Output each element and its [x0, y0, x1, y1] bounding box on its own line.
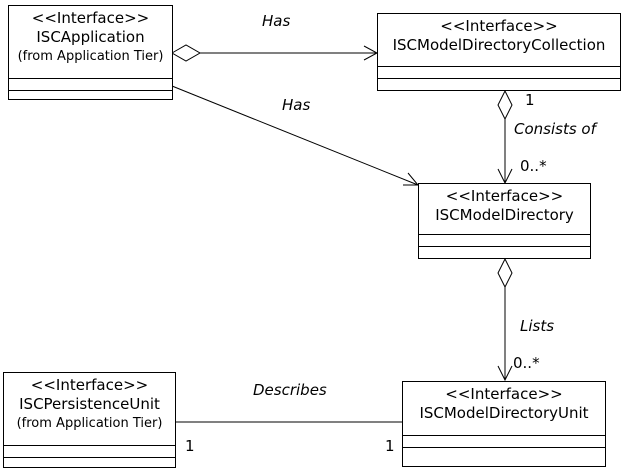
association-app-dir	[171, 85, 419, 186]
class-name: ISCApplication	[36, 28, 145, 46]
arrowhead-icon	[403, 172, 420, 186]
association-label-lists: Lists	[520, 317, 555, 335]
class-isc-model-directory-unit[interactable]: <<Interface>> ISCModelDirectoryUnit	[402, 381, 606, 467]
operations-compartment	[403, 447, 605, 460]
attributes-compartment	[403, 435, 605, 447]
operations-compartment	[419, 246, 590, 259]
stereotype-label: <<Interface>>	[445, 385, 563, 403]
class-name: ISCModelDirectoryCollection	[392, 36, 606, 54]
attributes-compartment	[378, 66, 620, 78]
attributes-compartment	[4, 445, 175, 457]
package-note: (from Application Tier)	[16, 416, 163, 431]
class-isc-model-directory[interactable]: <<Interface>> ISCModelDirectory	[418, 183, 591, 259]
multiplicity-label: 1	[185, 437, 195, 455]
stereotype-label: <<Interface>>	[30, 376, 149, 394]
attributes-compartment	[419, 234, 590, 246]
stereotype-label: <<Interface>>	[31, 9, 150, 27]
operations-compartment	[4, 457, 175, 469]
attributes-compartment	[9, 78, 172, 90]
aggregation-diamond-icon	[497, 89, 513, 121]
class-name: ISCModelDirectory	[435, 206, 574, 224]
association-label-describes: Describes	[253, 381, 327, 399]
class-isc-application[interactable]: <<Interface>> ISCApplication (from Appli…	[8, 5, 173, 100]
stereotype-label: <<Interface>>	[445, 187, 564, 205]
association-label-has: Has	[262, 12, 291, 30]
association-label-has: Has	[282, 96, 311, 114]
operations-compartment	[9, 90, 172, 101]
stereotype-label: <<Interface>>	[440, 17, 558, 35]
multiplicity-label: 0..*	[520, 157, 547, 175]
multiplicity-label: 1	[385, 437, 395, 455]
association-label-consists-of: Consists of	[514, 120, 596, 138]
multiplicity-label: 0..*	[513, 354, 540, 372]
operations-compartment	[378, 78, 620, 91]
multiplicity-label: 1	[525, 91, 535, 109]
aggregation-diamond-icon	[497, 257, 513, 289]
class-isc-model-directory-collection[interactable]: <<Interface>> ISCModelDirectoryCollectio…	[377, 13, 621, 91]
class-name: ISCPersistenceUnit	[19, 395, 160, 413]
class-name: ISCModelDirectoryUnit	[419, 404, 589, 422]
package-note: (from Application Tier)	[17, 49, 164, 64]
class-isc-persistence-unit[interactable]: <<Interface>> ISCPersistenceUnit (from A…	[3, 372, 176, 468]
arrowhead-icon	[497, 365, 513, 382]
aggregation-diamond-icon	[170, 44, 202, 62]
